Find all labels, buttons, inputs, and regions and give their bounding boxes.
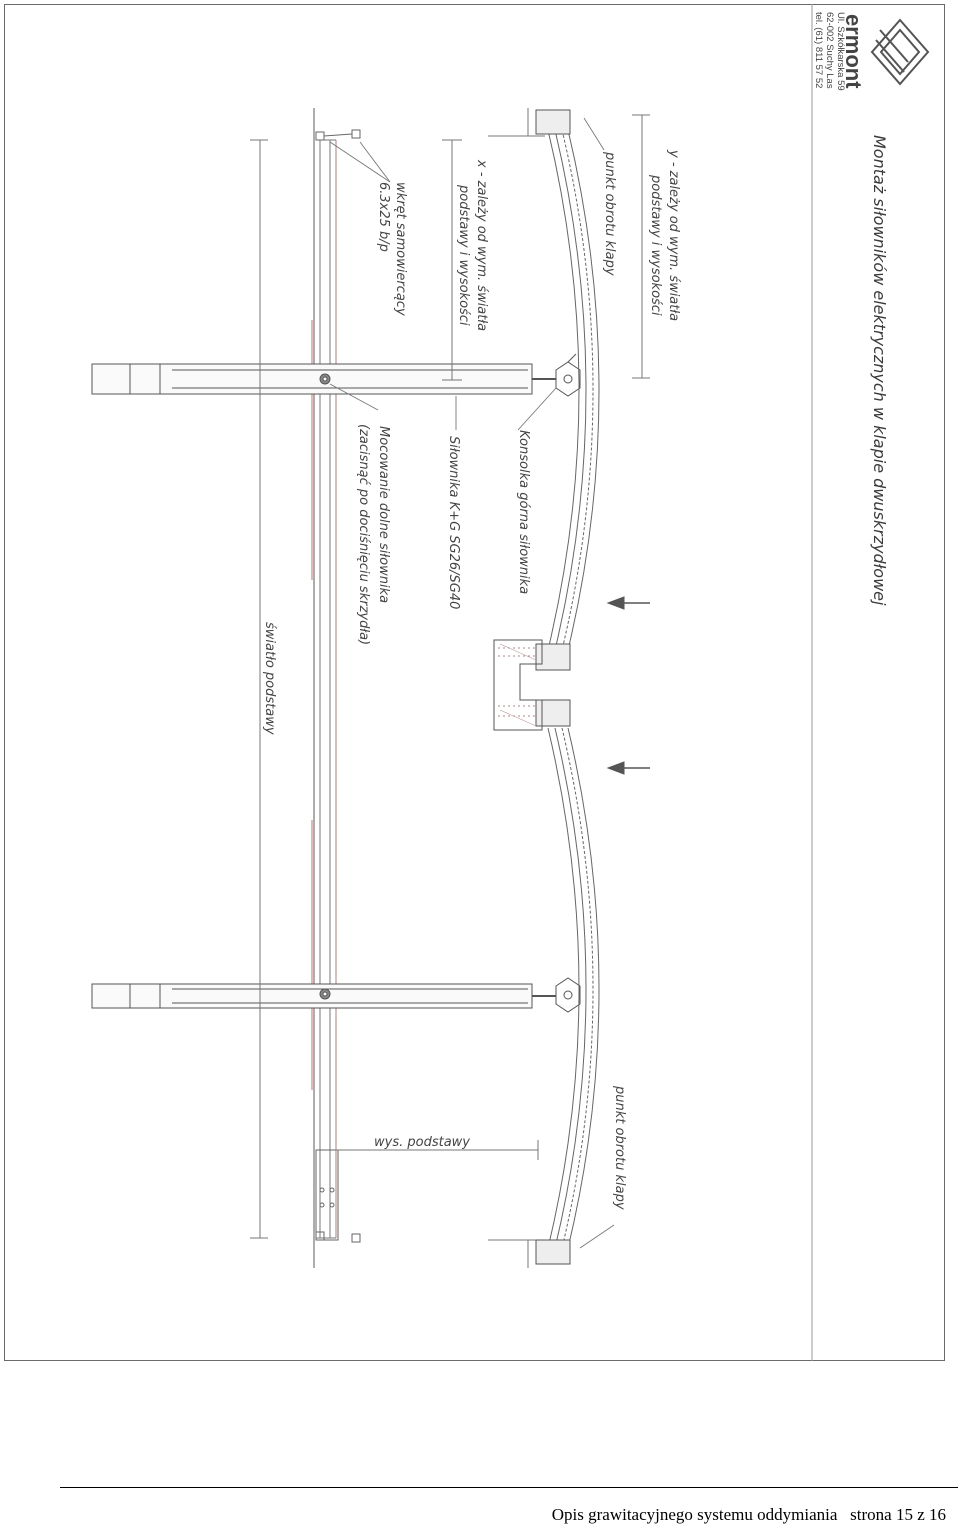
page-footer: Opis grawitacyjnego systemu oddymiania s…	[552, 1505, 946, 1525]
drawing-title: Montaż siłowników elektrycznych w klapie…	[870, 135, 889, 606]
logo-diamond-icon	[870, 18, 930, 86]
label-lower-mount-line2: (zacisnąć po dociśnięciu skrzydła)	[356, 424, 371, 645]
upper-bracket-top	[555, 353, 581, 397]
central-mullion	[493, 639, 543, 731]
label-base-opening: światło podstawy	[262, 622, 277, 735]
label-y-dimension-line2: podstawy i wysokości	[648, 174, 663, 316]
label-lower-mount-line1: Mocowanie dolne siłownika	[376, 426, 391, 603]
actuator-bottom	[91, 983, 556, 1009]
logo-text: ermont	[841, 14, 866, 89]
company-address-line1: Ul. Szkółkarska 59	[835, 12, 846, 91]
flap-wing-bottom	[547, 727, 600, 1249]
base-bracket-bottom	[315, 1149, 361, 1243]
footer-divider	[60, 1487, 958, 1488]
actuator-top	[91, 363, 556, 395]
label-y-dimension-line1: y - zależy od wym. światła	[666, 149, 681, 321]
dimension-lines	[250, 114, 650, 1239]
hinge-profiles	[535, 109, 571, 1265]
label-actuator: Siłownika K+G SG26/SG40	[446, 436, 461, 609]
flap-wing-top	[547, 129, 600, 651]
upper-frame	[488, 108, 545, 1268]
label-x-dimension-line2: podstawy i wysokości	[456, 184, 471, 326]
direction-arrows	[606, 596, 650, 775]
label-pivot-point-top: punkt obrotu klapy	[602, 151, 617, 276]
leader-lines	[329, 117, 615, 1249]
label-pivot-point-bottom: punkt obrotu klapy	[612, 1085, 627, 1210]
footer-document-title: Opis grawitacyjnego systemu oddymiania	[551, 1505, 838, 1524]
company-logo: ermont Ul. Szkółkarska 59 62-002 Suchy L…	[813, 12, 930, 91]
base-frame	[311, 108, 337, 1268]
company-address-line2: 62-002 Suchy Las	[824, 12, 835, 89]
label-x-dimension-line1: x - zależy od wym. światła	[474, 159, 489, 331]
label-screw-line1: wkręt samowiercący	[393, 182, 408, 316]
base-bracket-top	[315, 129, 361, 141]
label-upper-bracket: Konsolka górna siłownika	[516, 430, 531, 594]
drawing-sheet-border	[4, 4, 945, 1361]
footer-page-info: strona 15 z 16	[850, 1505, 946, 1524]
label-screw-line2: 6.3x25 b/p	[376, 182, 391, 252]
company-phone: tel. (61) 811 57 52	[813, 12, 824, 88]
label-base-height: wys. podstawy	[374, 1135, 470, 1150]
upper-bracket-bottom	[555, 977, 581, 1013]
